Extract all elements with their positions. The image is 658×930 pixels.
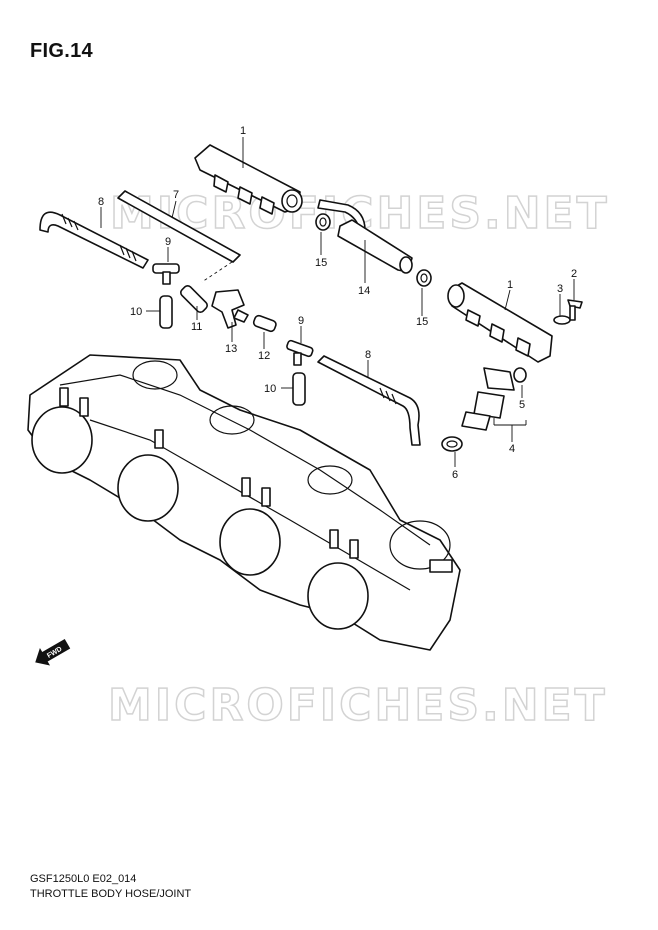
model-code: GSF1250L0 E02_014 bbox=[30, 873, 137, 885]
callout-5: 5 bbox=[519, 399, 525, 411]
hose-11 bbox=[180, 285, 208, 313]
callout-10-lower: 10 bbox=[264, 383, 276, 395]
callout-8-upper: 8 bbox=[98, 196, 104, 208]
callout-8-lower: 8 bbox=[365, 349, 371, 361]
throttle-bore-2 bbox=[117, 454, 179, 522]
callout-9-upper: 9 bbox=[165, 236, 171, 248]
hose-10-upper bbox=[159, 295, 173, 329]
callout-11: 11 bbox=[191, 321, 202, 333]
fuel-delivery-pipe-lower bbox=[447, 282, 553, 363]
throttle-body-assembly bbox=[27, 354, 461, 651]
dashed-leader bbox=[201, 261, 233, 283]
callout-3: 3 bbox=[557, 283, 563, 295]
hose-12 bbox=[252, 314, 277, 333]
fwd-label: FWD bbox=[46, 646, 63, 660]
o-ring-15-upper bbox=[315, 213, 331, 231]
callout-15-upper: 15 bbox=[315, 257, 327, 269]
figure-title: FIG.14 bbox=[30, 40, 93, 62]
footer: GSF1250L0 E02_014 THROTTLE BODY HOSE/JOI… bbox=[30, 872, 191, 902]
callout-12: 12 bbox=[258, 350, 270, 362]
callout-4: 4 bbox=[509, 443, 515, 455]
fwd-arrow-icon: FWD bbox=[35, 638, 71, 666]
callout-13: 13 bbox=[225, 343, 237, 355]
callout-15-lower: 15 bbox=[416, 316, 428, 328]
washer-3 bbox=[553, 315, 571, 325]
screw-2 bbox=[567, 299, 583, 321]
callout-6: 6 bbox=[452, 469, 458, 481]
throttle-bore-1 bbox=[31, 406, 93, 474]
hose-10-lower bbox=[292, 372, 306, 406]
fuel-injector-4 bbox=[461, 367, 515, 431]
joint-9-upper bbox=[152, 263, 180, 285]
fuel-pipe-14 bbox=[317, 199, 413, 274]
diagram-caption: THROTTLE BODY HOSE/JOINT bbox=[30, 888, 192, 900]
o-ring-15-lower bbox=[416, 269, 432, 287]
callouts: 1 7 8 9 15 14 15 1 2 3 10 11 13 12 9 8 1… bbox=[98, 125, 577, 481]
leader-lines bbox=[100, 137, 575, 467]
seal-6 bbox=[441, 436, 463, 452]
hose-8-upper bbox=[39, 211, 149, 269]
hose-8-lower bbox=[317, 355, 421, 446]
fuel-delivery-pipe-upper bbox=[194, 144, 303, 215]
callout-1-lower: 1 bbox=[507, 279, 513, 291]
o-ring-5 bbox=[513, 367, 527, 383]
throttle-bore-3 bbox=[219, 508, 281, 576]
callout-2: 2 bbox=[571, 268, 577, 280]
callout-1-upper: 1 bbox=[240, 125, 246, 137]
hose-7 bbox=[117, 190, 241, 263]
callout-7: 7 bbox=[173, 189, 179, 201]
callout-9-lower: 9 bbox=[298, 315, 304, 327]
callout-10-upper: 10 bbox=[130, 306, 142, 318]
callout-14: 14 bbox=[358, 285, 370, 297]
watermark-bottom: MICROFICHES.NET bbox=[108, 680, 608, 731]
joint-13 bbox=[211, 289, 249, 329]
joint-9-lower bbox=[286, 339, 314, 366]
throttle-bore-4 bbox=[307, 562, 369, 630]
